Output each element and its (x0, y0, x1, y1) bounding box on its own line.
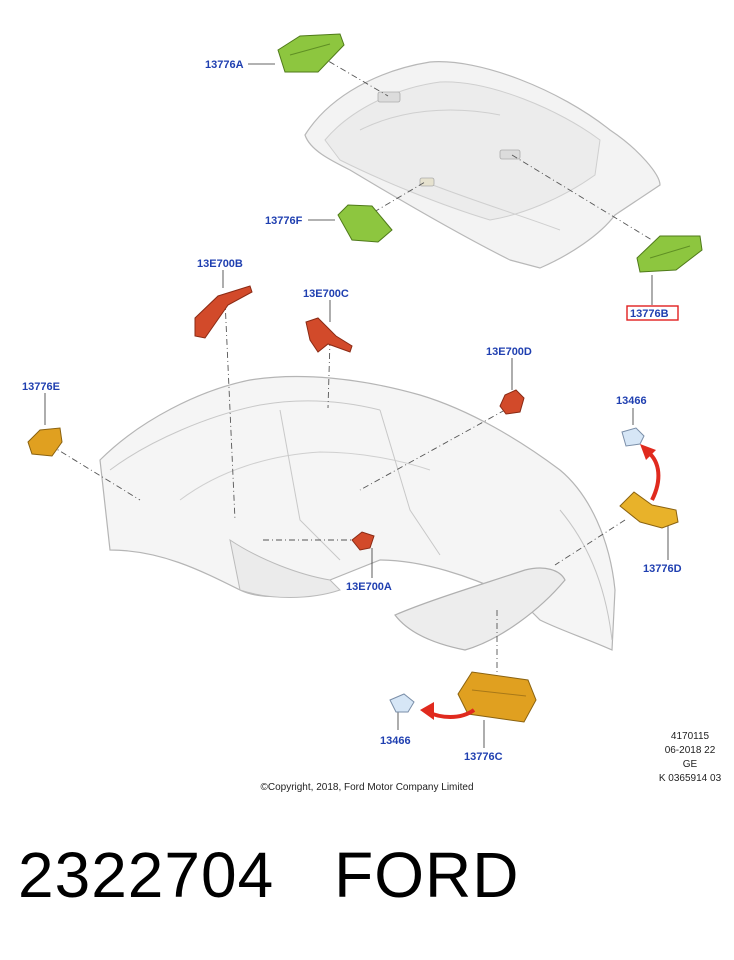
callout-13776F: 13776F (265, 215, 303, 227)
clip-13466-right[interactable] (621, 427, 645, 447)
callout-13466-bottom: 13466 (380, 735, 411, 747)
part-13776F[interactable] (337, 204, 393, 243)
part-13E700A[interactable] (351, 531, 375, 551)
part-13776B[interactable] (636, 235, 703, 273)
callout-13776E: 13776E (22, 381, 60, 393)
drawing-metadata: 4170115 06-2018 22 GE K 0365914 03 (648, 730, 732, 786)
callout-13776D: 13776D (643, 563, 682, 575)
headliner-mount-side (419, 177, 435, 187)
metadata-line-3: GE (682, 759, 698, 770)
callout-13E700A: 13E700A (346, 581, 392, 593)
callout-13776C: 13776C (464, 751, 503, 763)
part-13776A[interactable] (277, 33, 345, 73)
arrow-clip-right (640, 444, 661, 501)
arrow-clip-bottom (420, 702, 476, 720)
metadata-line-4: K 0365914 03 (658, 773, 722, 784)
part-13776E[interactable] (27, 427, 63, 457)
brand-name: FORD (334, 839, 520, 911)
callout-lines (44, 63, 669, 748)
callout-13E700D: 13E700D (486, 346, 532, 358)
part-13E700B[interactable] (194, 285, 253, 339)
clip-13466-bottom[interactable] (389, 693, 415, 713)
callout-13E700B: 13E700B (197, 258, 243, 270)
callout-13776A: 13776A (205, 59, 244, 71)
copyright-text: ©Copyright, 2018, Ford Motor Company Lim… (260, 782, 474, 793)
callout-13466-right: 13466 (616, 395, 647, 407)
parts-diagram: 13776A 13776F 13776B 13E700B 13E700C 13E… (22, 33, 703, 763)
metadata-line-1: 4170115 (670, 731, 710, 742)
part-13776D[interactable] (619, 491, 679, 529)
part-13E700D[interactable] (499, 389, 525, 415)
vehicle-body (99, 375, 616, 651)
part-number: 2322704 (18, 839, 275, 911)
callout-13E700C: 13E700C (303, 288, 349, 300)
part-13E700C[interactable] (305, 317, 353, 353)
metadata-line-2: 06-2018 22 (664, 745, 716, 756)
leader-lines (49, 54, 653, 675)
headliner-mount-front (377, 91, 401, 103)
footer-caption: 2322704 FORD (18, 838, 519, 912)
highlight-box (626, 305, 679, 321)
callout-13776B: 13776B (630, 308, 669, 320)
